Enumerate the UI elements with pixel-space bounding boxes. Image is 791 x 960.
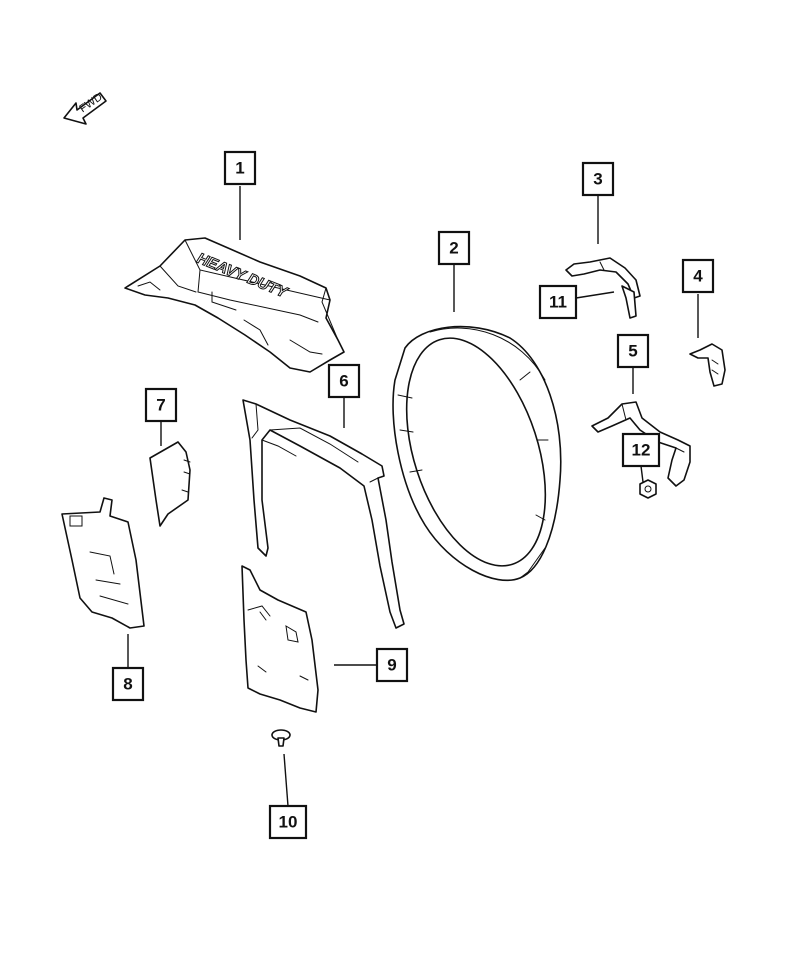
callout-9: 9 — [375, 647, 409, 683]
callout-2: 2 — [437, 230, 471, 266]
callout-1: 1 — [223, 150, 257, 186]
callout-4-label: 4 — [693, 267, 703, 286]
callout-12-label: 12 — [632, 441, 651, 460]
part-10-push-pin — [271, 729, 291, 747]
part-2-fan-shroud — [392, 325, 562, 582]
part-6-shroud-frame — [242, 399, 405, 629]
callout-7-label: 7 — [156, 396, 165, 415]
callout-4: 4 — [681, 258, 715, 294]
part-9-baffle — [241, 565, 319, 713]
callout-10: 10 — [268, 804, 308, 840]
callout-10-label: 10 — [279, 813, 298, 832]
callout-5: 5 — [616, 333, 650, 369]
callout-6: 6 — [327, 363, 361, 399]
leader-lines — [127, 186, 699, 807]
part-7-plate — [149, 441, 191, 527]
callout-11-label: 11 — [549, 293, 567, 312]
callout-5-label: 5 — [628, 342, 637, 361]
callout-3: 3 — [581, 161, 615, 197]
callout-11: 11 — [538, 284, 578, 320]
part-12-nut — [639, 479, 657, 499]
callout-8-label: 8 — [123, 675, 132, 694]
part-1-upper-deflector: HEAVY DUTY — [124, 237, 345, 373]
part-5-brace — [591, 401, 691, 487]
part-4-bracket — [689, 343, 726, 387]
callout-12: 12 — [621, 432, 661, 468]
part-3-brace — [565, 257, 641, 319]
callout-2-label: 2 — [449, 239, 458, 258]
callout-7: 7 — [144, 387, 178, 423]
callout-8: 8 — [111, 666, 145, 702]
callout-1-label: 1 — [235, 159, 244, 178]
part-8-baffle — [61, 497, 145, 629]
fwd-arrow-icon: FWD — [63, 91, 107, 125]
callout-9-label: 9 — [387, 656, 396, 675]
callout-3-label: 3 — [593, 170, 602, 189]
callout-6-label: 6 — [339, 372, 348, 391]
